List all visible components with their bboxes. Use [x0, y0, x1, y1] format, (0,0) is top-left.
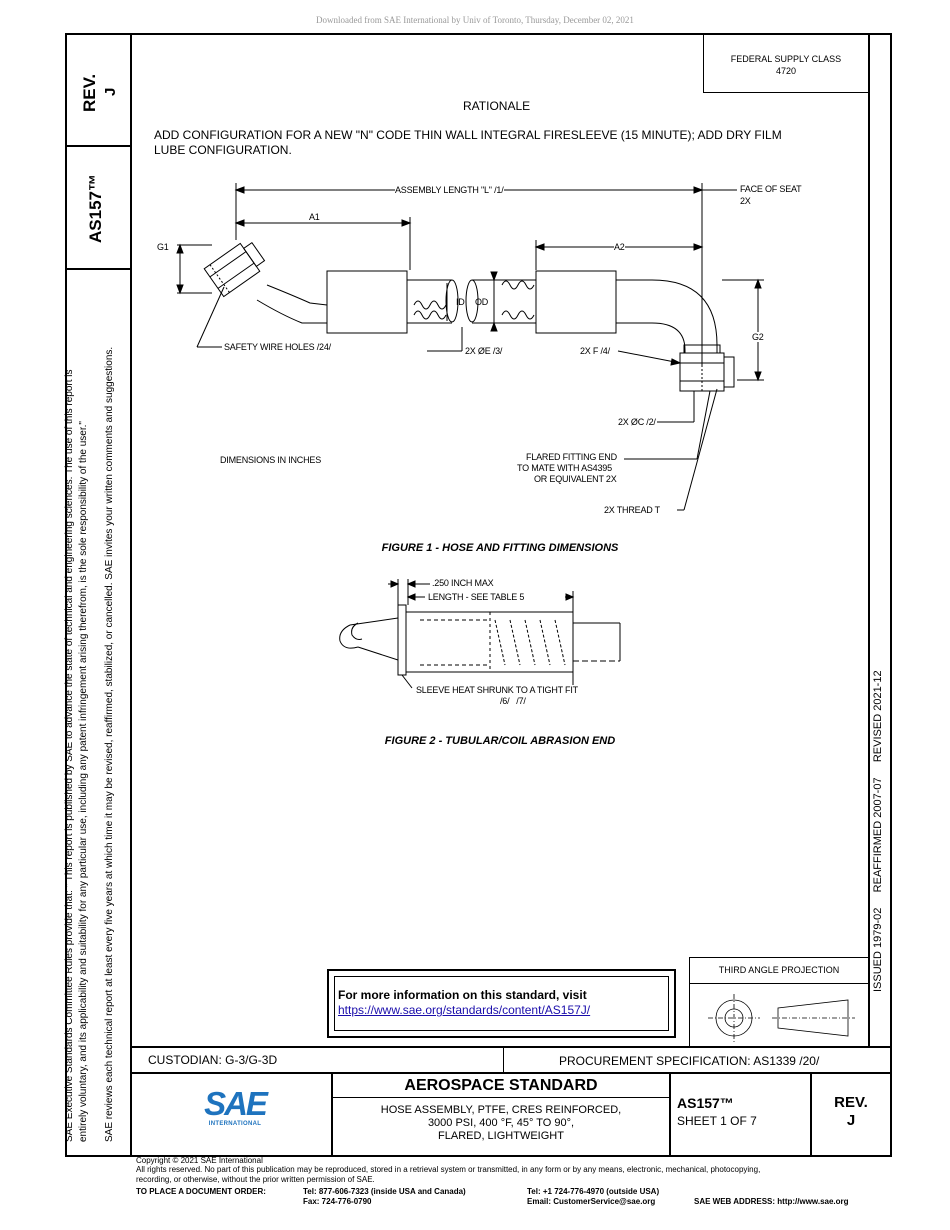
face-of-seat-label: FACE OF SEAT: [740, 184, 802, 194]
info-box: [327, 969, 676, 1038]
issue-dates: ISSUED 1979-02 REAFFIRMED 2007-07 REVISE…: [872, 670, 884, 992]
thread-label: 2X THREAD T: [604, 505, 660, 515]
flared-label-2: TO MATE WITH AS4395: [517, 463, 612, 473]
title-line-1: HOSE ASSEMBLY, PTFE, CRES REINFORCED,: [380, 1104, 622, 1116]
rationale-text-2: LUBE CONFIGURATION.: [154, 143, 292, 157]
figure2-drawing: [339, 579, 621, 689]
left-box-divider-1: [65, 145, 131, 147]
copyright: Copyright © 2021 SAE International: [136, 1156, 263, 1165]
tel-intl: Tel: +1 724-776-4970 (outside USA): [527, 1187, 660, 1196]
flared-label-1: FLARED FITTING END: [526, 452, 617, 462]
g2-label: G2: [752, 332, 764, 342]
logo-divider: [331, 1072, 333, 1157]
id-label: ID: [456, 297, 465, 307]
federal-supply-class: FEDERAL SUPPLY CLASS: [730, 54, 842, 64]
rights-line-2: recording, or otherwise, without the pri…: [136, 1175, 375, 1184]
title-line-3: FLARED, LIGHTWEIGHT: [438, 1130, 564, 1142]
title-doc-number: AS157™: [677, 1095, 734, 1111]
a1-label: A1: [309, 212, 320, 222]
left-doc-number: AS157™: [86, 174, 105, 243]
email: Email: CustomerService@sae.org: [527, 1197, 656, 1206]
right-column-divider: [868, 33, 870, 1046]
standard-type: AEROSPACE STANDARD: [404, 1077, 598, 1094]
custodian-divider: [503, 1046, 504, 1073]
download-notice: Downloaded from SAE International by Uni…: [316, 15, 634, 25]
safety-wire-label: SAFETY WIRE HOLES /24/: [224, 342, 331, 352]
left-rev-label: REV.: [80, 73, 99, 112]
rev-divider: [810, 1072, 812, 1157]
disclaimer-line-3: SAE reviews each technical report at lea…: [104, 346, 115, 1142]
title-rev-value: J: [846, 1112, 856, 1129]
f-label: 2X F /4/: [580, 346, 610, 356]
title-rev-label: REV.: [834, 1094, 868, 1111]
title-line-2: 3000 PSI, 400 °F, 45° TO 90°,: [427, 1117, 575, 1129]
projection-label: THIRD ANGLE PROJECTION: [718, 965, 840, 975]
info-text: For more information on this standard, v…: [338, 988, 587, 1002]
fax: Fax: 724-776-0790: [303, 1197, 372, 1206]
title-block-top-line: [131, 1046, 892, 1048]
disclaimer-line-2: entirely voluntary, and its applicabilit…: [78, 421, 89, 1142]
face-of-seat-2x-label: 2X: [740, 196, 751, 206]
order-label: TO PLACE A DOCUMENT ORDER:: [136, 1187, 266, 1196]
rationale-heading: RATIONALE: [463, 99, 531, 113]
web-address: SAE WEB ADDRESS: http://www.sae.org: [694, 1197, 849, 1206]
left-box-divider-2: [65, 268, 131, 270]
figure1-caption: FIGURE 1 - HOSE AND FITTING DIMENSIONS: [381, 542, 619, 554]
federal-supply-box: [703, 33, 869, 93]
sheet-number: SHEET 1 OF 7: [677, 1114, 757, 1128]
projection-divider: [689, 983, 869, 984]
aerospace-underline: [332, 1097, 670, 1098]
a2-label: A2: [614, 242, 625, 252]
disclaimer-line-1: SAE Executive Standards Committee Rules …: [64, 369, 75, 1143]
notes-label: /6/ /7/: [500, 696, 526, 706]
max-label: .250 INCH MAX: [432, 578, 494, 588]
projection-box: [689, 957, 869, 1046]
od-label: OD: [475, 297, 489, 307]
left-column-divider: [130, 33, 132, 1157]
sae-logo-sub: INTERNATIONAL: [208, 1121, 262, 1127]
page-frame: [65, 33, 892, 1157]
projection-symbol: [708, 994, 855, 1042]
sae-logo: SAE INTERNATIONAL: [200, 1085, 270, 1128]
info-link[interactable]: https://www.sae.org/standards/content/AS…: [338, 1003, 591, 1017]
title-divider: [669, 1072, 671, 1157]
length-label: LENGTH - SEE TABLE 5: [428, 592, 525, 602]
figure1-drawing: [176, 183, 764, 511]
left-rev-value: J: [102, 87, 119, 96]
federal-supply-number: 4720: [775, 66, 797, 76]
flared-label-3: OR EQUIVALENT 2X: [534, 474, 617, 484]
custodian: CUSTODIAN: G-3/G-3D: [148, 1053, 278, 1067]
tel-usa: Tel: 877-606-7323 (inside USA and Canada…: [303, 1187, 466, 1196]
title-block-mid-line: [131, 1072, 892, 1074]
dia-c-label: 2X ØC /2/: [618, 417, 656, 427]
g1-label: G1: [157, 242, 169, 252]
assembly-length-label: ASSEMBLY LENGTH "L" /1/: [395, 185, 504, 195]
rationale-text-1: ADD CONFIGURATION FOR A NEW "N" CODE THI…: [154, 128, 782, 142]
info-box-inner: [334, 976, 669, 1031]
rights-line-1: All rights reserved. No part of this pub…: [136, 1165, 761, 1174]
procurement-spec: PROCUREMENT SPECIFICATION: AS1339 /20/: [559, 1054, 820, 1068]
sleeve-label: SLEEVE HEAT SHRUNK TO A TIGHT FIT: [416, 685, 578, 695]
figure2-caption: FIGURE 2 - TUBULAR/COIL ABRASION END: [384, 735, 616, 747]
dimensions-label: DIMENSIONS IN INCHES: [220, 455, 322, 465]
dia-e-label: 2X ØE /3/: [465, 346, 503, 356]
sae-logo-text: SAE: [204, 1085, 268, 1122]
